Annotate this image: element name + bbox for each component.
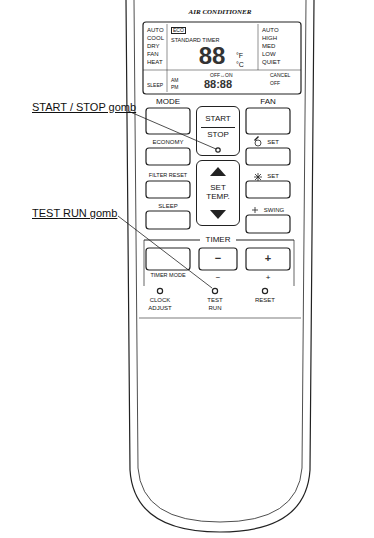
timer-band-line [294, 240, 295, 286]
printed-label: QUIET [262, 59, 280, 65]
printed-label: TIMER MODE [150, 273, 185, 279]
printed-label: LOW [262, 51, 276, 57]
set-temp-button: SET TEMP. [196, 160, 240, 226]
printed-label: ECO [171, 27, 186, 34]
printed-label: °F [236, 52, 243, 59]
start-stop-button: STARTSTOP [196, 106, 240, 156]
button-text: STOP [201, 127, 235, 140]
printed-label: OFF↔ON [210, 73, 233, 78]
flap-icon [254, 173, 262, 181]
printed-label: TEST [207, 297, 222, 303]
printed-label: AUTO [147, 27, 164, 33]
start-stop-lamp [216, 148, 220, 152]
printed-label: °C [236, 61, 244, 68]
printed-label: AUTO [262, 27, 279, 33]
printed-label: FAN [147, 51, 159, 57]
printed-label: + [266, 274, 271, 282]
remote-inner-outline [134, 0, 306, 522]
printed-label: FAN [260, 98, 276, 106]
printed-label: − [216, 274, 221, 282]
separator [139, 318, 301, 319]
button-text: START [201, 107, 235, 127]
printed-label: SLEEP [158, 203, 177, 209]
timer-band-line [144, 240, 145, 286]
lcd-divider [143, 70, 301, 71]
printed-label: 88 [199, 44, 226, 68]
printed-label: HEAT [147, 59, 163, 65]
set-button [246, 181, 290, 198]
printed-label: RUN [209, 305, 222, 311]
printed-label: RESET [255, 297, 275, 303]
printed-label: + [265, 253, 271, 264]
printed-label: AM [171, 78, 179, 83]
printed-label: PM [171, 85, 179, 90]
up-triangle [210, 167, 226, 176]
lcd-divider [167, 24, 168, 92]
callout-label: START / STOP gomb [32, 102, 136, 113]
leader-line [128, 111, 216, 149]
filter-reset-button [146, 181, 190, 198]
printed-label: HIGH [262, 35, 277, 41]
printed-label: STANDARD TIMER [171, 38, 219, 44]
timer-band-line [236, 239, 294, 240]
lcd-divider [258, 24, 259, 70]
printed-label: ECONOMY [152, 139, 183, 145]
printed-label: SET [267, 173, 279, 179]
down-triangle [210, 210, 226, 219]
callout-label: TEST RUN gomb [32, 208, 117, 219]
timer-band-line [144, 239, 200, 240]
reset-hole [262, 288, 267, 293]
printed-label: ADJUST [148, 305, 171, 311]
economy-button [146, 148, 190, 165]
printed-label: COOL [147, 35, 164, 41]
button-text: SET TEMP. [203, 184, 233, 202]
test-run-hole [212, 288, 217, 293]
printed-label: AIR CONDITIONER [189, 9, 252, 16]
timer-mode-button [146, 248, 190, 270]
printed-label: SET [267, 139, 279, 145]
fan-icon [254, 136, 259, 141]
fan-icon [255, 140, 261, 146]
printed-label: MED [262, 43, 275, 49]
leader-line [118, 216, 212, 288]
fan-button [246, 108, 290, 134]
printed-label: 88:88 [204, 79, 232, 90]
clock-adjust-hole [157, 288, 162, 293]
printed-label: SLEEP [147, 83, 163, 88]
printed-label: OFF [270, 81, 280, 86]
set-button [246, 148, 290, 165]
lcd-display [143, 22, 301, 94]
sleep-button [146, 211, 190, 229]
swing-icon [252, 207, 258, 213]
printed-label: SWING [264, 207, 284, 213]
printed-label: − [215, 253, 221, 264]
printed-label: CLOCK [150, 297, 171, 303]
printed-label: DRY [147, 43, 160, 49]
printed-label: FILTER RESET [149, 173, 187, 179]
plus-button [246, 248, 290, 270]
minus-button [199, 248, 237, 270]
printed-label: MODE [156, 98, 180, 106]
printed-label: CANCEL [270, 73, 290, 78]
mode-button [146, 108, 190, 134]
remote-body [126, 0, 314, 532]
swing-button [246, 215, 290, 233]
printed-label: TIMER [206, 236, 231, 244]
